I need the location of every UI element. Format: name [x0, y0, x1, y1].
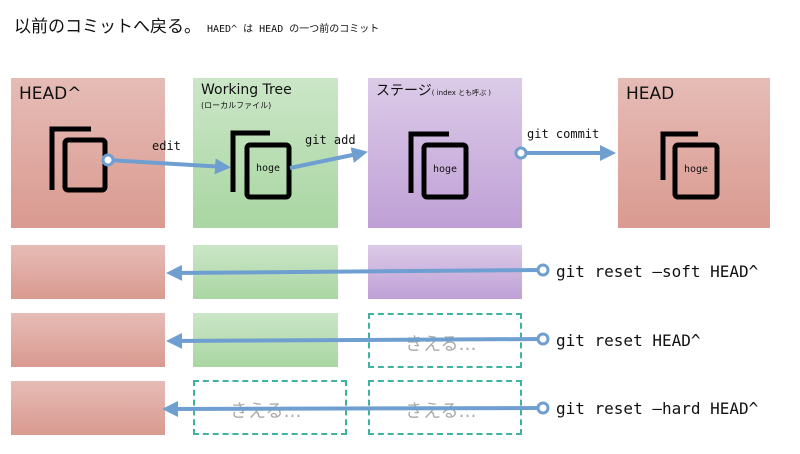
soft-row-working-tree [193, 245, 338, 299]
stage-box: ステージ( index とも呼ぶ ) [368, 78, 522, 228]
stage-sublabel: ( index とも呼ぶ ) [431, 89, 492, 97]
working-tree-sublabel: (ローカルファイル) [201, 101, 272, 110]
edit-command-label: edit [152, 139, 181, 153]
title-main: 以前のコミットへ戻る。 [14, 17, 201, 37]
file-name-stage: hoge [432, 164, 458, 175]
hard-row-head-prev [11, 381, 165, 435]
soft-row-stage [368, 245, 522, 299]
reset-hard-command: git reset —hard HEAD^ [556, 399, 759, 418]
reset-soft-command: git reset —soft HEAD^ [556, 262, 759, 281]
file-name-head: hoge [683, 164, 709, 175]
head-box: HEAD [618, 78, 770, 228]
head-prev-label: HEAD^ [19, 84, 82, 104]
git-commit-command-label: git commit [527, 127, 600, 141]
stage-label: ステージ( index とも呼ぶ ) [376, 80, 491, 100]
head-prev-box: HEAD^ [11, 78, 165, 228]
title-sub: HAED^ は HEAD の一つ前のコミット [207, 24, 380, 35]
working-tree-box: Working Tree (ローカルファイル) [193, 78, 338, 228]
stage-label-main: ステージ [376, 83, 432, 99]
hard-row-working-tree-disappear: きえる… [230, 401, 302, 422]
git-commit-arrow [514, 145, 616, 161]
hard-row-stage-disappear: きえる… [405, 401, 477, 422]
page-title: 以前のコミットへ戻る。 HAED^ は HEAD の一つ前のコミット [14, 12, 379, 37]
mixed-row-stage-disappear: きえる… [405, 334, 477, 355]
git-add-command-label: git add [305, 133, 356, 147]
reset-mixed-command: git reset HEAD^ [556, 331, 701, 350]
mixed-row-working-tree [193, 313, 338, 367]
soft-row-head-prev [11, 245, 165, 299]
head-label: HEAD [626, 84, 675, 104]
file-name-working-tree: hoge [255, 163, 281, 174]
working-tree-label: Working Tree [201, 82, 292, 98]
mixed-row-head-prev [11, 313, 165, 367]
